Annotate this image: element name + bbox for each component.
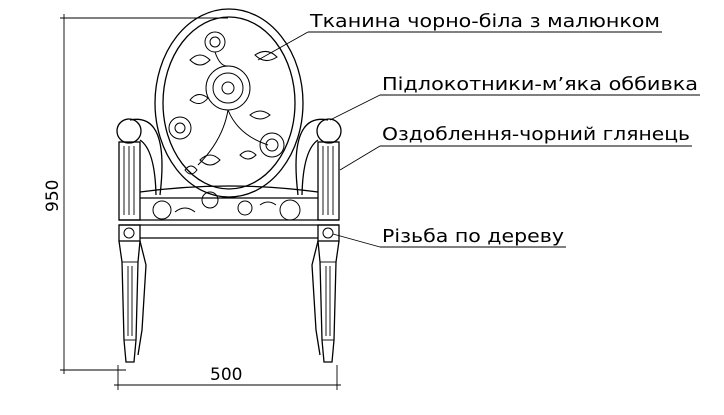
seat [119,185,339,226]
callout-fabric: Тканина чорно-біла з малюнком [257,11,662,61]
flower-pattern [168,31,285,175]
legs [118,240,340,363]
callout-armrests: Підлокотники-м’яка оббивка [329,74,700,121]
callout-finish: Оздоблення-чорний глянець [339,124,692,171]
width-value: 500 [210,365,242,385]
height-dimension: 950 [43,14,228,374]
armrests [116,118,342,221]
label-finish: Оздоблення-чорний глянець [382,124,690,145]
carved-blocks [118,224,340,242]
label-fabric: Тканина чорно-біла з малюнком [309,11,660,32]
label-carving: Різьба по дереву [382,226,564,247]
label-armrests: Підлокотники-м’яка оббивка [382,74,698,95]
width-dimension: 500 [114,365,341,390]
callout-carving: Різьба по дереву [332,226,566,248]
height-value: 950 [43,180,63,212]
chair-back [154,8,304,198]
